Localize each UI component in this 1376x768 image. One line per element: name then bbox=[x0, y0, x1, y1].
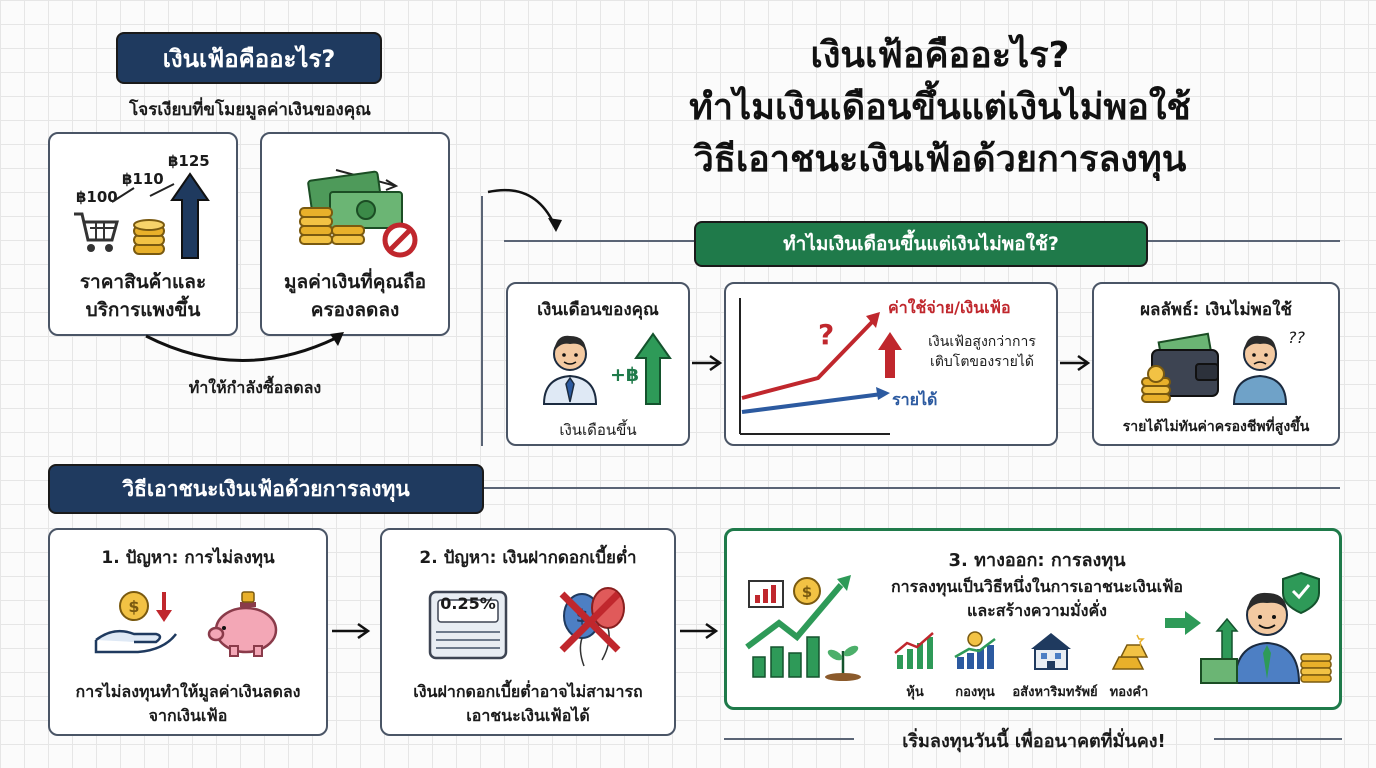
money-value-card: มูลค่าเงินที่คุณถือครองลดลง bbox=[260, 132, 450, 336]
arrow-right-icon bbox=[692, 354, 723, 372]
salary-plus-baht: +฿ bbox=[610, 364, 640, 386]
question-mark: ? bbox=[818, 318, 835, 351]
svg-text:$: $ bbox=[128, 597, 139, 616]
inflation-subtitle: โจรเงียบที่ขโมยมูลค่าเงินของคุณ bbox=[129, 100, 371, 120]
result-title: ผลลัพธ์: เงินไม่พอใช้ bbox=[1140, 300, 1292, 320]
inflation-chart-card: ค่าใช้จ่าย/เงินเฟ้อ ? เงินเฟ้อสูงกว่าการ… bbox=[724, 282, 1058, 446]
main-title-line1: เงินเฟ้อคืออะไร? bbox=[810, 35, 1070, 76]
low-interest-caption: เงินฝากดอกเบี้ยต่ำอาจไม่สามารถเอาชนะเงิน… bbox=[413, 682, 643, 725]
invest-solution-title: 3. ทางออก: การลงทุน bbox=[948, 550, 1126, 571]
asset-stocks: หุ้น bbox=[906, 685, 924, 700]
asset-real-estate: อสังหาริมทรัพย์ bbox=[1012, 685, 1098, 700]
what-is-inflation-pill: เงินเฟ้อคืออะไร? bbox=[116, 32, 382, 84]
salary-card: เงินเดือนของคุณ +฿ เงินเดือนขึ้น bbox=[506, 282, 690, 446]
income-line bbox=[741, 392, 883, 414]
growth-chart-icon: $ bbox=[745, 575, 861, 681]
asset-gold: ทองคำ bbox=[1109, 685, 1149, 700]
price-100: ฿100 bbox=[76, 188, 118, 206]
shopping-cart-icon bbox=[74, 212, 119, 252]
how-pill: วิธีเอาชนะเงินเฟ้อด้วยการลงทุน bbox=[48, 464, 484, 514]
result-card: ผลลัพธ์: เงินไม่พอใช้ ?? รายได้ไม่ทันค่า… bbox=[1092, 282, 1340, 446]
curved-arrow-icon bbox=[145, 332, 344, 362]
wallet-icon bbox=[1141, 332, 1219, 403]
main-title-line3: วิธีเอาชนะเงินเฟ้อด้วยการลงทุน bbox=[693, 139, 1187, 180]
salary-title: เงินเดือนของคุณ bbox=[537, 300, 659, 320]
asset-fund: กองทุน bbox=[955, 685, 995, 700]
stocks-icon bbox=[894, 632, 934, 669]
result-caption: รายได้ไม่ทันค่าครองชีพที่สูงขึ้น bbox=[1122, 419, 1310, 435]
prices-rise-card: ฿100 ฿110 ฿125 ราคาสินค้าและบริการแพงขึ้… bbox=[48, 132, 238, 336]
arrow-right-icon bbox=[332, 622, 371, 640]
purchasing-power-caption: ทำให้กำลังซื้อลดลง bbox=[188, 378, 322, 397]
no-invest-caption: การไม่ลงทุนทำให้มูลค่าเงินลดลงจากเงินเฟ้… bbox=[75, 682, 301, 725]
money-value-text: มูลค่าเงินที่คุณถือครองลดลง bbox=[283, 271, 427, 321]
coin-stack-icon bbox=[133, 219, 165, 255]
red-arrow-up-icon bbox=[878, 332, 902, 378]
popped-balloon-icon: $ bbox=[559, 587, 625, 667]
svg-text:$: $ bbox=[802, 583, 812, 601]
expense-label: ค่าใช้จ่าย/เงินเฟ้อ bbox=[888, 298, 1011, 317]
arrow-right-icon bbox=[1060, 354, 1091, 372]
footer-rule-left bbox=[724, 738, 854, 740]
green-arrow-right-icon bbox=[1165, 611, 1201, 635]
low-interest-card: 2. ปัญหา: เงินฝากดอกเบี้ยต่ำ 0.25% $ เงิ… bbox=[380, 528, 676, 736]
footer-cta: เริ่มลงทุนวันนี้ เพื่ออนาคตที่มั่นคง! bbox=[902, 731, 1166, 752]
piggy-bank-icon bbox=[207, 591, 278, 657]
bank-book-icon bbox=[428, 590, 508, 660]
low-interest-title: 2. ปัญหา: เงินฝากดอกเบี้ยต่ำ bbox=[419, 548, 637, 568]
wealthy-investor-icon bbox=[1200, 571, 1332, 684]
banknotes-icon bbox=[299, 169, 403, 245]
income-label: รายได้ bbox=[892, 390, 938, 409]
main-title: เงินเฟ้อคืออะไร? ทำไมเงินเดือนขึ้นแต่เงิ… bbox=[560, 30, 1320, 186]
fund-icon bbox=[954, 631, 996, 669]
prices-rise-text: ราคาสินค้าและบริการแพงขึ้น bbox=[79, 271, 207, 321]
interest-rate: 0.25% bbox=[440, 594, 496, 613]
main-title-line2: ทำไมเงินเดือนขึ้นแต่เงินไม่พอใช้ bbox=[689, 87, 1191, 128]
no-invest-card: 1. ปัญหา: การไม่ลงทุน $ การไม่ลงทุนทำให้… bbox=[48, 528, 328, 736]
pointing-arrow-icon bbox=[487, 188, 562, 232]
arrow-right-icon bbox=[680, 622, 719, 640]
office-worker-icon bbox=[542, 335, 598, 405]
why-pill: ทำไมเงินเดือนขึ้นแต่เงินไม่พอใช้? bbox=[694, 221, 1148, 267]
expense-line bbox=[741, 318, 876, 400]
hand-coin-icon: $ bbox=[94, 591, 177, 654]
green-arrow-up-icon bbox=[634, 332, 672, 405]
how-rule bbox=[470, 487, 1340, 489]
inflation-vs-income-chart bbox=[739, 298, 902, 435]
footer-rule-right bbox=[1214, 738, 1342, 740]
small-arrows-icon bbox=[111, 183, 175, 203]
arrow-up-icon bbox=[170, 172, 210, 259]
price-110: ฿110 bbox=[122, 170, 164, 188]
gold-bar-icon bbox=[1111, 634, 1149, 670]
invest-solution-desc: การลงทุนเป็นวิธีหนึ่งในการเอาชนะเงินเฟ้อ… bbox=[890, 577, 1184, 620]
inflation-note: เงินเฟ้อสูงกว่าการเติบโตของรายได้ bbox=[928, 334, 1036, 370]
no-invest-title: 1. ปัญหา: การไม่ลงทุน bbox=[101, 548, 275, 568]
real-estate-icon bbox=[1031, 633, 1071, 670]
salary-caption: เงินเดือนขึ้น bbox=[559, 421, 637, 439]
confused-marks: ?? bbox=[1288, 328, 1305, 347]
invest-solution-card: 3. ทางออก: การลงทุน $ การลงทุนเป็นวิธีหน… bbox=[724, 528, 1342, 710]
price-125: ฿125 bbox=[168, 152, 210, 170]
worried-person-icon bbox=[1232, 335, 1288, 405]
section-divider-vertical bbox=[481, 196, 483, 446]
no-sign-icon bbox=[382, 222, 418, 258]
